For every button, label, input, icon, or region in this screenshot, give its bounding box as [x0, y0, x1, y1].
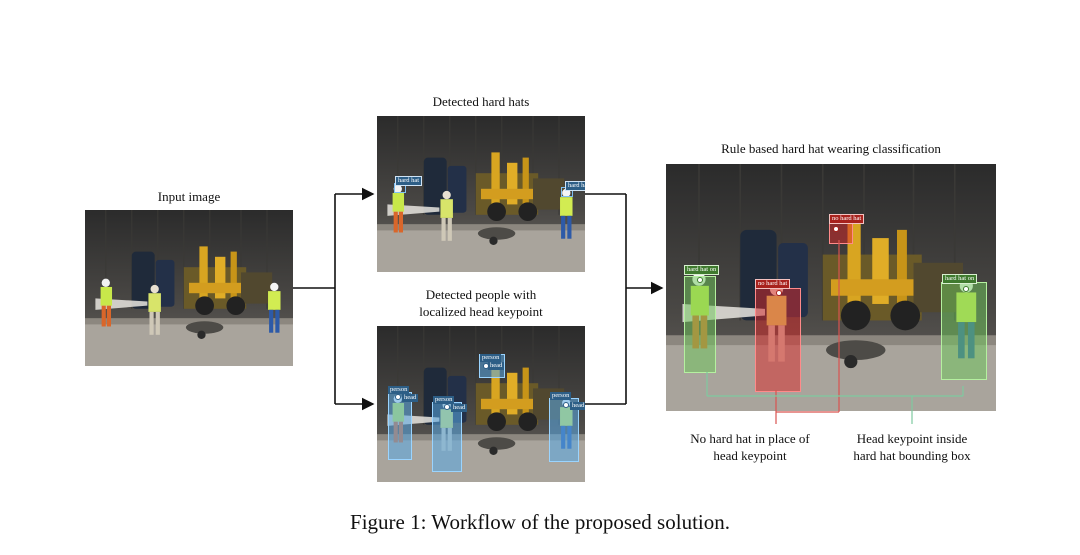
- input-image-title: Input image: [157, 189, 221, 204]
- head-keypoint: [697, 277, 703, 283]
- hard-hat-tag: hard hat: [395, 176, 423, 186]
- person-box: [388, 392, 412, 460]
- head-tag: head: [570, 402, 585, 410]
- keypoint-note-line2: hard hat bounding box: [853, 448, 971, 463]
- head-keypoint: [833, 226, 839, 232]
- head-keypoint: [963, 286, 969, 292]
- detected-hard-hats-title: Detected hard hats: [432, 94, 530, 109]
- person-box: [432, 402, 462, 472]
- person-tag: person: [550, 392, 572, 400]
- head-tag: head: [402, 394, 419, 402]
- person-tag: person: [480, 354, 502, 362]
- detected-people-image: person head person head person head pers…: [377, 326, 585, 482]
- head-keypoint: [444, 404, 450, 410]
- no-hard-hat-note-line2: head keypoint: [713, 448, 787, 463]
- no-hard-hat-tag: no hard hat: [755, 279, 791, 289]
- hard-hat-on-box: [941, 282, 987, 380]
- no-hard-hat-box: [755, 288, 801, 392]
- detected-people-title-line1: Detected people with: [425, 287, 537, 302]
- no-hard-hat-note-line1: No hard hat in place of: [690, 431, 810, 446]
- hard-hat-on-box: [684, 276, 716, 373]
- head-tag: head: [451, 404, 468, 412]
- hard-hat-tag: hard hat: [565, 181, 585, 191]
- head-tag: head: [488, 362, 505, 370]
- figure-caption: Figure 1: Workflow of the proposed solut…: [350, 510, 730, 534]
- classification-image: hard hat on no hard hat no hard hat hard…: [666, 164, 996, 411]
- keypoint-note-line1: Head keypoint inside: [856, 431, 968, 446]
- hard-hat-on-tag: hard hat on: [942, 274, 978, 284]
- person-tag: person: [433, 396, 455, 404]
- head-keypoint: [776, 290, 782, 296]
- hard-hat-on-tag: hard hat on: [684, 265, 720, 275]
- person-tag: person: [388, 386, 410, 394]
- rule-based-title: Rule based hard hat wearing classificati…: [721, 141, 941, 156]
- head-keypoint: [395, 394, 401, 400]
- detected-people-title-line2: localized head keypoint: [419, 304, 543, 319]
- no-hard-hat-tag: no hard hat: [829, 214, 865, 224]
- detected-hard-hats-image: hard hat hard hat: [377, 116, 585, 272]
- head-keypoint: [563, 402, 569, 408]
